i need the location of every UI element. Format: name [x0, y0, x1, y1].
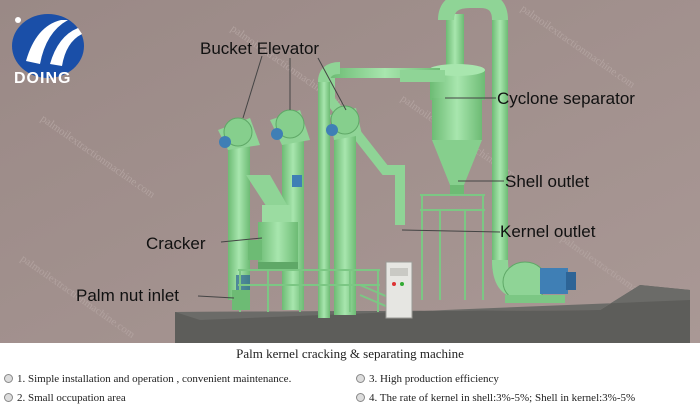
label-kernel-outlet: Kernel outlet	[500, 222, 596, 241]
feature-text: 4. The rate of kernel in shell:3%-5%; Sh…	[369, 392, 636, 404]
floor-platform	[175, 285, 690, 343]
feature-text: 3. High production efficiency	[369, 373, 499, 385]
caption-title: Palm kernel cracking & separating machin…	[236, 346, 464, 361]
leader-kernel-outlet	[401, 229, 501, 233]
bucket-elevator-3	[326, 105, 362, 315]
bullet-icon	[356, 393, 365, 402]
label-shell-outlet: Shell outlet	[505, 172, 590, 191]
cracker-machine	[248, 205, 298, 270]
leader-cracker	[220, 237, 263, 243]
blower-fan	[502, 261, 576, 303]
feature-item: 1. Simple installation and operation , c…	[4, 373, 291, 385]
brand-name: DOING	[14, 70, 72, 87]
bullet-icon	[4, 374, 13, 383]
label-cyclone-separator: Cyclone separator	[497, 89, 635, 108]
doing-logo	[12, 14, 84, 78]
caption-area: Palm kernel cracking & separating machin…	[0, 343, 700, 416]
leader-palm-nut-inlet	[197, 295, 235, 299]
leader-bucket-1	[242, 55, 263, 119]
label-bucket-elevator: Bucket Elevator	[200, 39, 320, 58]
leader-lines	[197, 55, 504, 299]
feature-text: 2. Small occupation area	[17, 392, 126, 404]
control-cabinet	[385, 261, 413, 319]
label-palm-nut-inlet: Palm nut inlet	[76, 286, 179, 305]
floor-top	[175, 285, 690, 320]
bullet-icon	[356, 374, 365, 383]
feature-text: 1. Simple installation and operation , c…	[17, 373, 292, 385]
feature-item: 3. High production efficiency	[356, 373, 499, 385]
duct-pipe	[438, 0, 530, 298]
feature-item: 2. Small occupation area	[4, 392, 126, 404]
connecting-pipe	[318, 62, 341, 318]
label-cracker: Cracker	[146, 234, 206, 253]
bullet-icon	[4, 393, 13, 402]
palm-nut-inlet-hopper	[232, 290, 250, 310]
machine-illustration: palmoilextractionmachine.com palmoilextr…	[0, 0, 700, 343]
leader-bucket-3	[317, 57, 347, 111]
feature-item: 4. The rate of kernel in shell:3%-5%; Sh…	[356, 392, 635, 404]
cyclone-separator-body	[330, 64, 485, 195]
cyclone-frame	[420, 194, 485, 300]
